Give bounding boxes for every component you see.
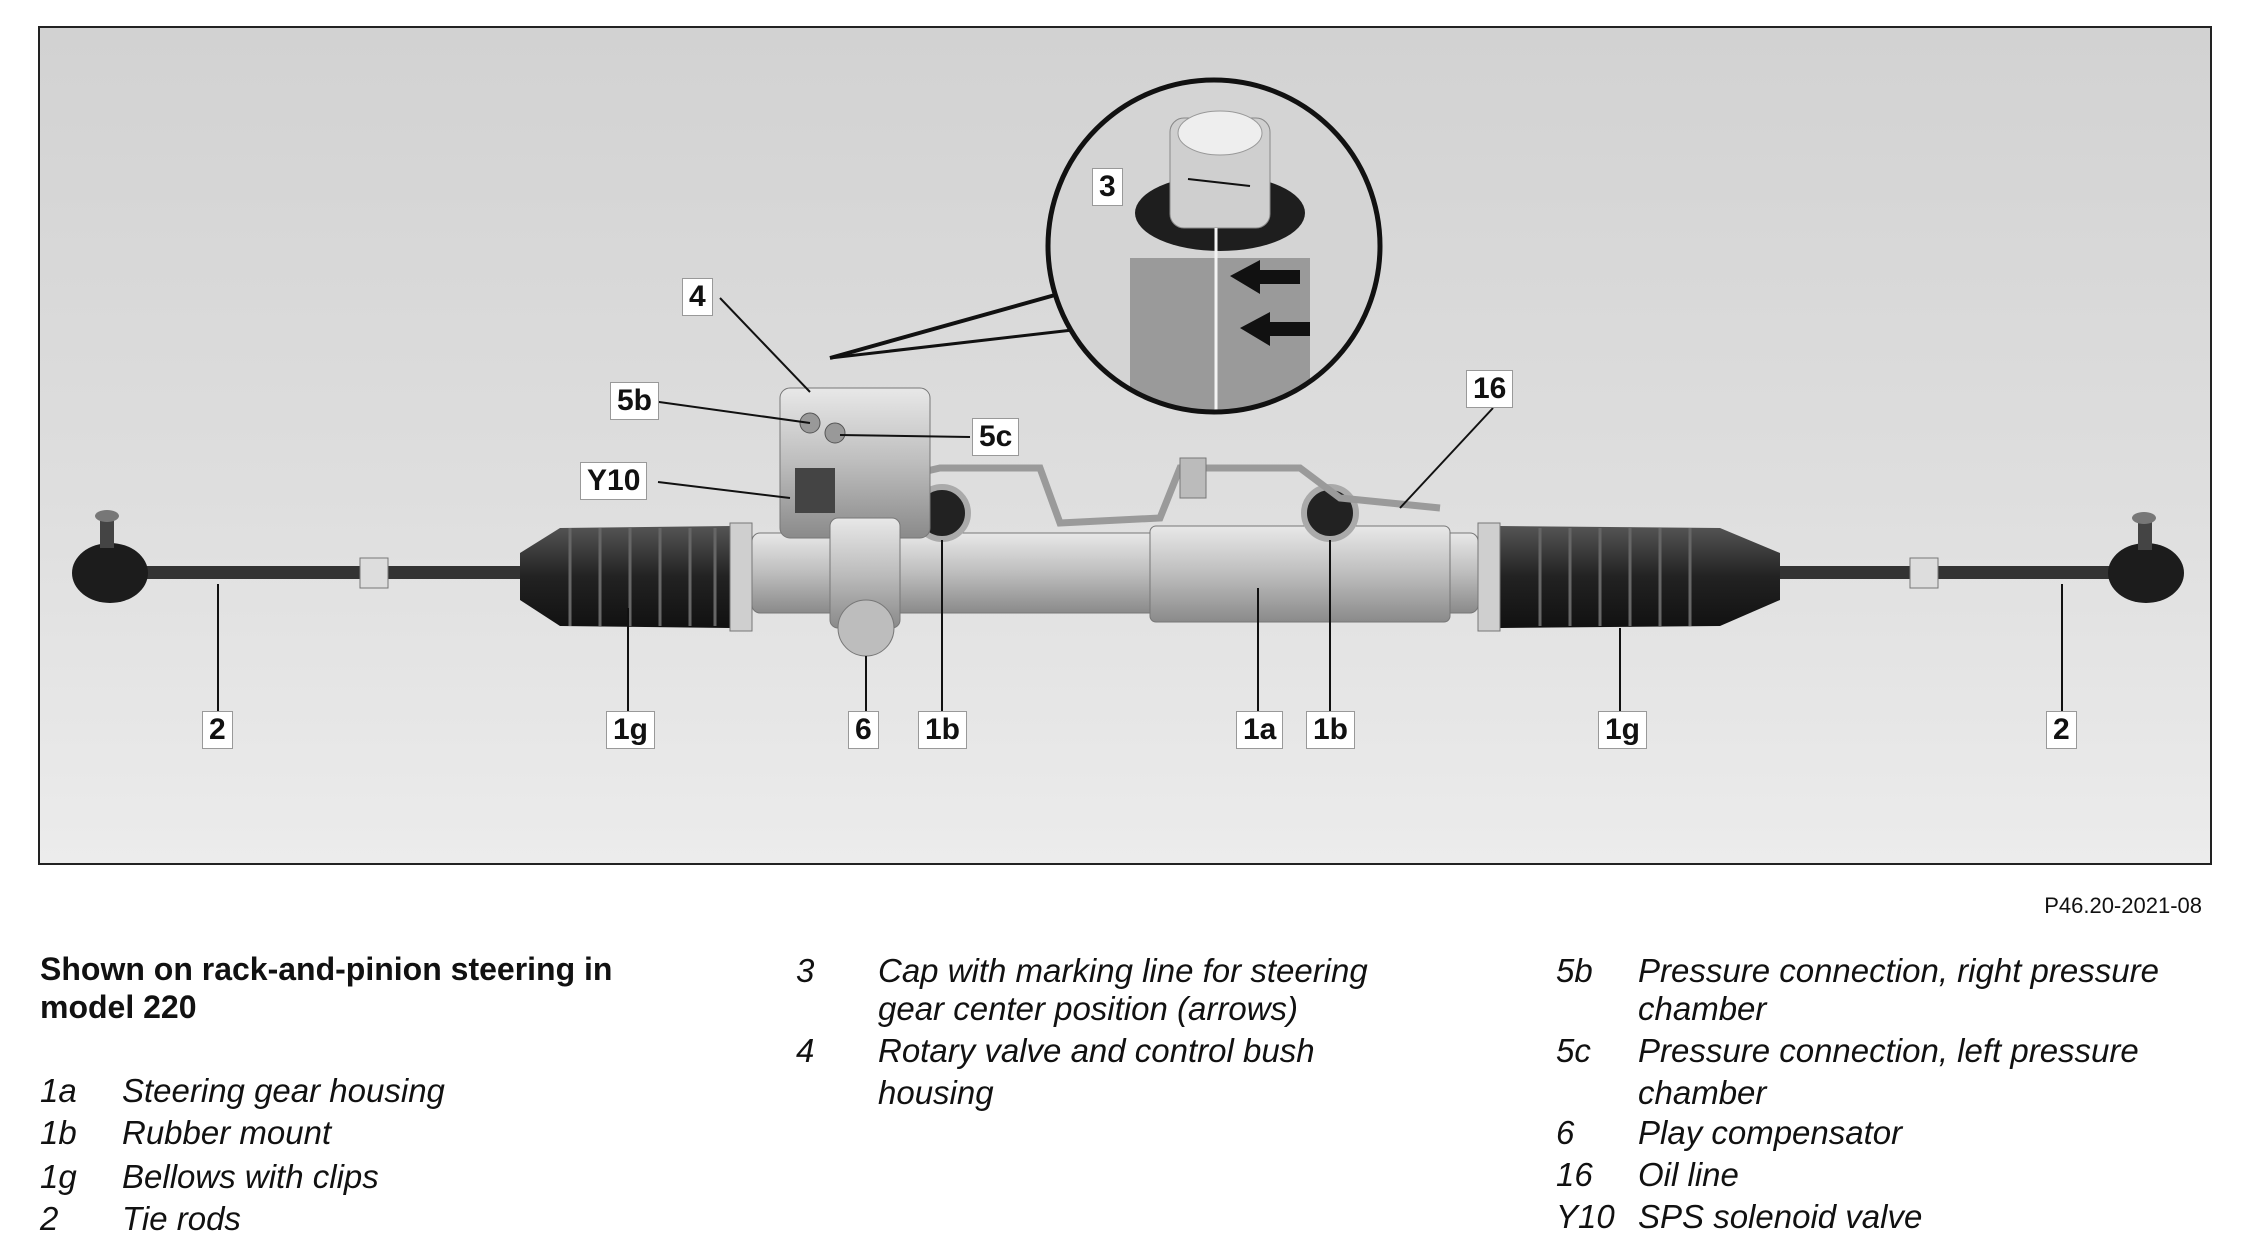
tie-rod-left [72,510,560,603]
legend-item-1b: 1b Rubber mount [40,1112,740,1154]
legend-text: Bellows with clips [122,1158,379,1195]
legend-item-1g: 1g Bellows with clips [40,1156,740,1198]
legend-text-line2: gear center position (arrows) [878,990,1299,1027]
steering-rack-illustration [40,28,2210,863]
legend-item-6: 6 Play compensator [1556,1112,2236,1154]
rotary-valve-housing [779,387,931,657]
callout-6: 6 [848,711,879,749]
legend-text: Play compensator [1638,1114,1903,1151]
legend-key: 1a [40,1072,77,1109]
callout-1g-right: 1g [1598,711,1648,749]
bellows-left [520,522,753,632]
legend-item-5c: 5c Pressure connection, left pressure ch… [1556,1030,2236,1114]
legend-key: 4 [796,1032,815,1069]
callout-16: 16 [1466,370,1514,408]
legend-item-Y10: Y10 SPS solenoid valve [1556,1196,2236,1238]
legend-text: SPS solenoid valve [1638,1198,1923,1235]
callout-2-right: 2 [2046,711,2077,749]
callout-1b-right: 1b [1306,711,1356,749]
figure-code: P46.20-2021-08 [2044,893,2202,918]
bellows-right [1477,522,1780,632]
legend-text-line2: chamber [1638,1074,1767,1111]
legend-text: Oil line [1638,1156,1739,1193]
legend-text-line1: Pressure connection, left pressure [1638,1032,2139,1069]
legend-text: Rubber mount [122,1114,332,1151]
legend-key: 5c [1556,1032,1591,1069]
legend-key: 1g [40,1158,77,1195]
callout-Y10: Y10 [580,462,648,500]
legend-text-line2: chamber [1638,990,1767,1027]
legend-item-5b: 5b Pressure connection, right pressure c… [1556,950,2236,1034]
legend-text-line2: housing [878,1074,994,1111]
legend-item-4: 4 Rotary valve and control bush housing [796,1030,1516,1114]
detail-inset [829,77,1383,415]
legend-text-line1: Rotary valve and control bush [878,1032,1315,1069]
steering-rack-photo: 3 4 5b 5c Y10 16 2 1g 6 1b 1a 1b 1g 2 [38,26,2212,865]
legend-text: Steering gear housing [122,1072,445,1109]
legend-key: 5b [1556,952,1593,989]
leader-lines [217,178,2063,728]
callout-2-left: 2 [202,711,233,749]
tie-rod-right [1770,512,2184,603]
callout-3: 3 [1092,168,1123,206]
legend-item-2: 2 Tie rods [40,1198,740,1240]
callout-1a: 1a [1236,711,1284,749]
callout-5b: 5b [610,382,660,420]
legend-text-line1: Cap with marking line for steering [878,952,1368,989]
callout-4: 4 [682,278,713,316]
callout-1g-left: 1g [606,711,656,749]
legend-item-16: 16 Oil line [1556,1154,2236,1196]
legend-title: Shown on rack-and-pinion steering in mod… [40,951,613,1025]
legend-key: 3 [796,952,815,989]
legend-key: Y10 [1556,1198,1615,1235]
legend-key: 6 [1556,1114,1575,1151]
legend-item-3: 3 Cap with marking line for steering gea… [796,950,1516,1034]
callout-5c: 5c [972,418,1020,456]
legend-key: 1b [40,1114,77,1151]
legend-key: 2 [40,1200,59,1237]
legend-key: 16 [1556,1156,1593,1193]
callout-1b-left: 1b [918,711,968,749]
legend-text-line1: Pressure connection, right pressure [1638,952,2159,989]
legend-text: Tie rods [122,1200,241,1237]
marking-arrows [1230,260,1310,346]
oil-line [809,464,1441,527]
legend-item-1a: 1a Steering gear housing [40,1070,740,1112]
